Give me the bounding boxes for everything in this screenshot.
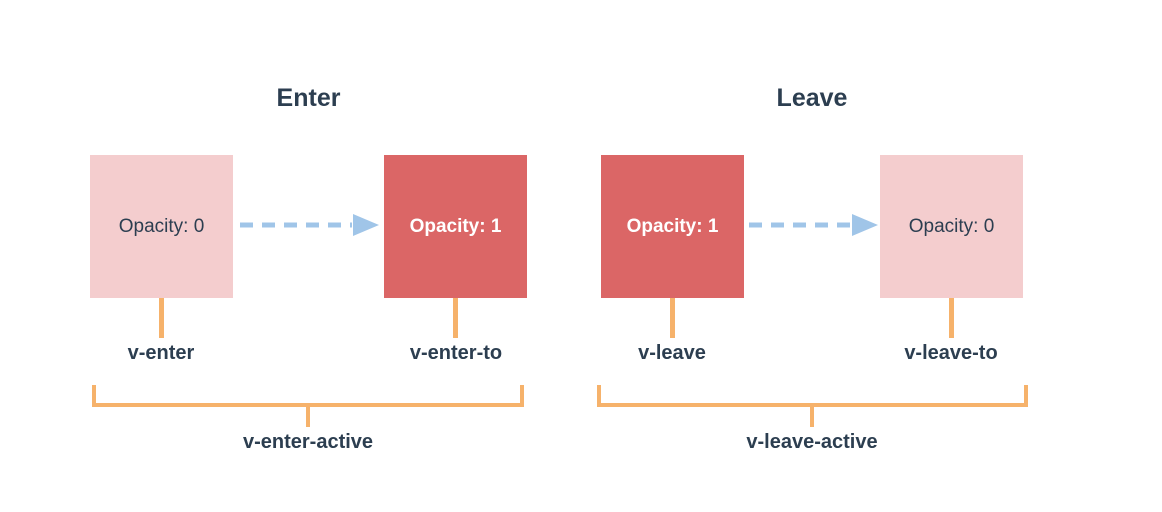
leave-from-connector-line	[670, 298, 675, 338]
enter-to-class-label: v-enter-to	[409, 342, 503, 364]
leave-to-class-label: v-leave-to	[904, 342, 998, 364]
enter-from-box: Opacity: 0	[90, 155, 233, 298]
leave-dashed-arrow-icon	[749, 214, 878, 236]
leave-active-class-label: v-leave-active	[746, 431, 878, 453]
enter-to-box: Opacity: 1	[384, 155, 527, 298]
leave-phase-title: Leave	[776, 84, 848, 112]
enter-phase-title: Enter	[276, 84, 341, 112]
leave-to-box: Opacity: 0	[880, 155, 1023, 298]
enter-from-opacity-label: Opacity: 0	[118, 215, 205, 237]
enter-phase-group: Enter Opacity: 0 Opacity: 1 v-enter v-en…	[90, 84, 527, 464]
leave-active-bracket-tick	[810, 407, 814, 427]
leave-to-opacity-label: Opacity: 0	[908, 215, 995, 237]
enter-from-connector-line	[159, 298, 164, 338]
enter-to-connector-line	[453, 298, 458, 338]
enter-from-class-label: v-enter	[127, 342, 195, 364]
enter-dashed-arrow-icon	[240, 214, 379, 236]
leave-from-box: Opacity: 1	[601, 155, 744, 298]
leave-to-connector-line	[949, 298, 954, 338]
leave-active-bracket	[597, 385, 1028, 407]
enter-active-bracket	[92, 385, 524, 407]
leave-phase-group: Leave Opacity: 1 Opacity: 0 v-leave v-le…	[597, 84, 1028, 464]
enter-active-bracket-tick	[306, 407, 310, 427]
leave-from-class-label: v-leave	[638, 342, 706, 364]
enter-active-class-label: v-enter-active	[242, 431, 374, 453]
enter-to-opacity-label: Opacity: 1	[409, 215, 502, 237]
leave-from-opacity-label: Opacity: 1	[626, 215, 719, 237]
